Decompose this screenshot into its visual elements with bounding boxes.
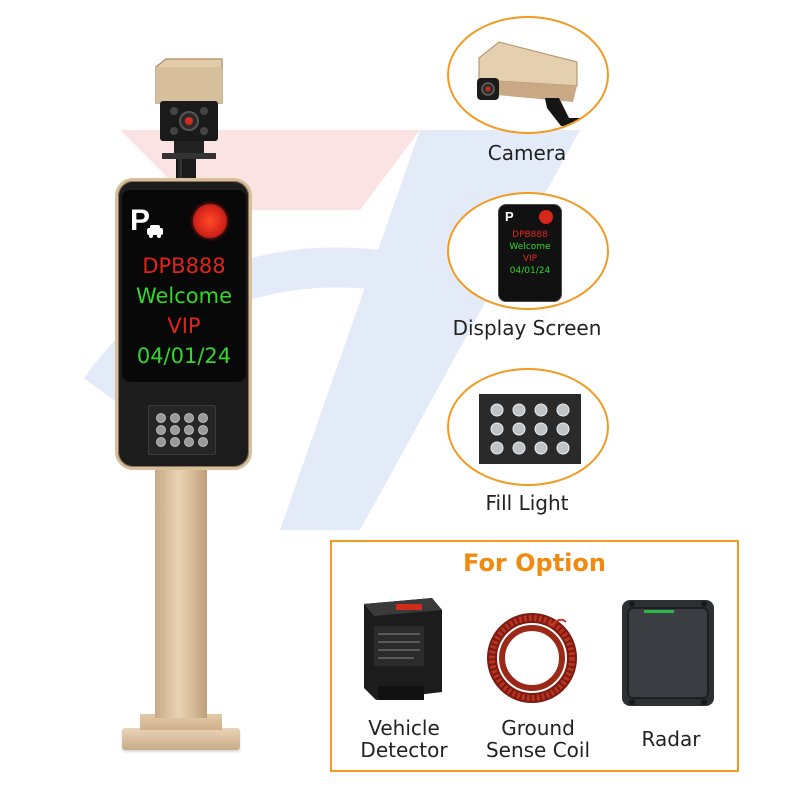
red-indicator-light — [193, 204, 227, 238]
radar-label: Radar — [626, 728, 716, 750]
camera-caption: Camera — [487, 141, 567, 165]
mini-welcome-text: Welcome — [509, 242, 551, 252]
radar-icon — [622, 600, 714, 706]
mini-red-light — [539, 210, 553, 224]
pole-base-collar — [140, 714, 222, 730]
led-vip-text: VIP — [167, 314, 201, 338]
mini-date-text: 04/01/24 — [509, 266, 551, 276]
vehicle-detector-label: Vehicle Detector — [345, 717, 463, 761]
pole-base — [122, 728, 240, 750]
display-screen-callout: P DPB888 Welcome VIP 04/01/24 — [447, 192, 609, 310]
vehicle-detector-label-line1: Vehicle — [368, 716, 440, 740]
led-plate-text: DPB888 — [142, 254, 226, 278]
ground-coil-icon — [487, 613, 577, 703]
ground-coil-label-line1: Ground — [501, 716, 575, 740]
mini-vip-text: VIP — [522, 254, 538, 264]
fill-light-icon — [479, 394, 581, 464]
led-date-text: 04/01/24 — [136, 344, 232, 368]
ground-coil-label: Ground Sense Coil — [475, 717, 601, 761]
fill-light-callout — [447, 368, 609, 486]
display-screen-caption: Display Screen — [452, 316, 602, 340]
fill-light-icon — [148, 405, 216, 455]
ground-coil-label-line2: Sense Coil — [485, 738, 591, 762]
mini-parking-icon: P — [505, 209, 514, 224]
option-title: For Option — [463, 549, 606, 577]
camera-icon — [155, 58, 223, 185]
vehicle-detector-label-line2: Detector — [360, 738, 448, 762]
camera-callout — [447, 16, 609, 134]
vehicle-detector-icon — [364, 598, 442, 700]
pole — [155, 470, 207, 718]
mini-plate-text: DPB888 — [512, 230, 548, 240]
radar-label-line1: Radar — [641, 727, 701, 751]
fill-light-caption: Fill Light — [485, 491, 569, 515]
led-welcome-text: Welcome — [135, 284, 233, 308]
parking-icon: P — [130, 204, 170, 244]
display-screen-icon: P DPB888 Welcome VIP 04/01/24 — [498, 204, 562, 302]
camera-icon — [477, 41, 591, 126]
